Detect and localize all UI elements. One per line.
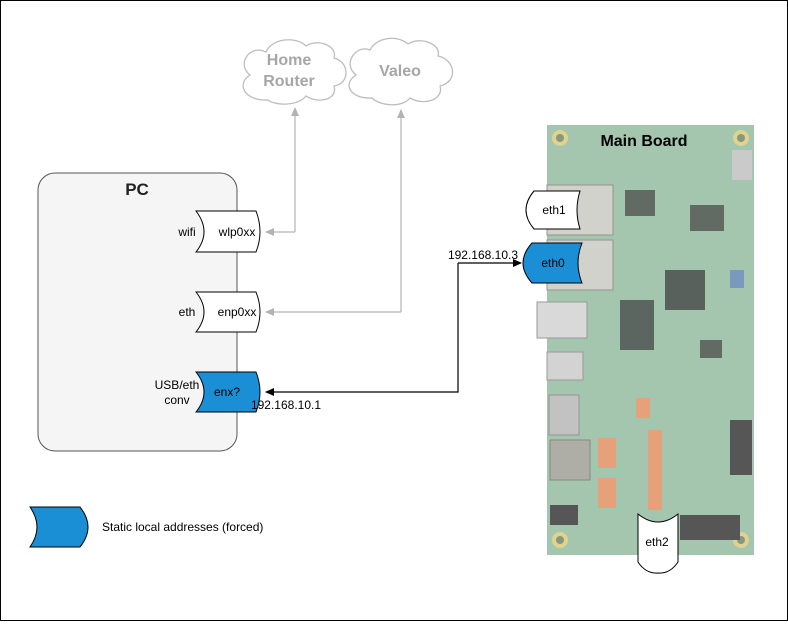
eth1-label: eth1 — [542, 203, 566, 217]
wlp-interface: wlp0xx — [194, 210, 261, 253]
home-router-cloud: Home Router — [242, 39, 347, 105]
legend-static-symbol — [29, 506, 89, 548]
eth2-label: eth2 — [645, 535, 669, 549]
valeo-cloud: Valeo — [348, 37, 454, 106]
enp-iface-label: enp0xx — [218, 305, 257, 319]
eth1-interface: eth1 — [525, 190, 581, 230]
eth-label: eth — [179, 305, 196, 319]
enp-interface: enp0xx — [194, 291, 261, 333]
wifi-label: wifi — [177, 225, 195, 239]
home-router-label-line2: Router — [263, 73, 315, 90]
valeo-label: Valeo — [379, 63, 421, 80]
eth0-ip-label: 192.168.10.3 — [448, 248, 518, 262]
legend-static-label: Static local addresses (forced) — [102, 520, 263, 534]
static-link-to-pc — [265, 263, 459, 396]
main-board-image — [536, 125, 754, 555]
eth2-interface: eth2 — [637, 512, 679, 574]
eth0-label: eth0 — [541, 256, 565, 270]
usb-eth-label-line2: conv — [164, 393, 189, 407]
eth0-interface: eth0 — [522, 242, 583, 284]
pc-title: PC — [125, 180, 149, 199]
main-board-title: Main Board — [600, 133, 687, 150]
enx-interface: enx? — [194, 371, 261, 413]
wlp-iface-label: wlp0xx — [218, 225, 256, 239]
home-router-label-line1: Home — [267, 52, 312, 69]
usb-ip-label: 192.168.10.1 — [251, 398, 321, 412]
enx-iface-label: enx? — [214, 385, 240, 399]
usb-eth-label-line1: USB/eth — [155, 378, 200, 392]
